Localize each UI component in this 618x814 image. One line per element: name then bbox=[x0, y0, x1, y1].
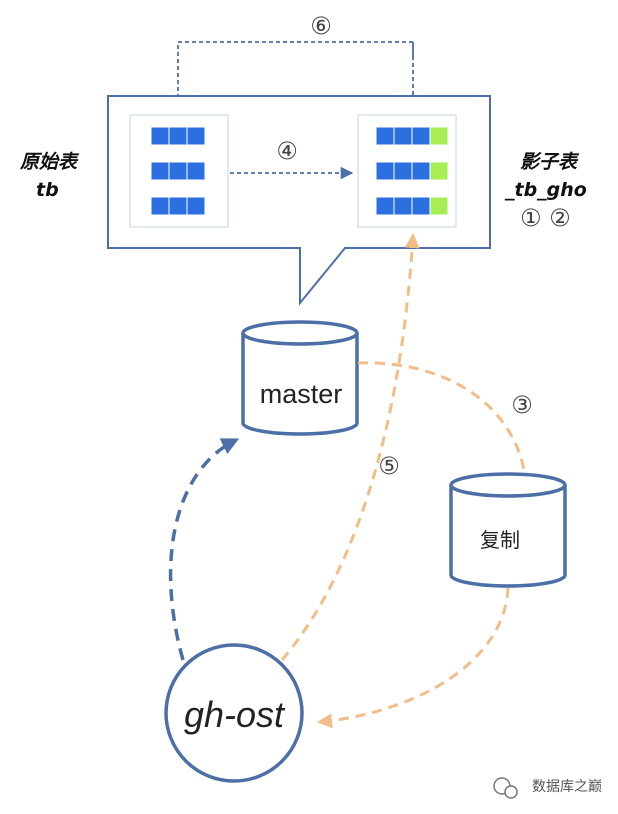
table-row bbox=[375, 196, 449, 216]
ghost-label: gh-ost bbox=[184, 694, 286, 735]
step3-label: ③ bbox=[511, 391, 533, 419]
original-table-cn-label: 原始表 bbox=[19, 151, 80, 173]
replication-arrow bbox=[357, 361, 526, 471]
step6-label: ⑥ bbox=[310, 12, 332, 40]
step5-label: ⑤ bbox=[378, 452, 400, 480]
binlog-stream-arrow bbox=[317, 587, 510, 729]
apply-changes-arrow bbox=[280, 233, 420, 661]
step4-label: ④ bbox=[276, 137, 298, 165]
shadow-steps-label: ① ② bbox=[520, 204, 571, 232]
replica-label: 复制 bbox=[480, 529, 520, 552]
table-row bbox=[150, 126, 206, 146]
watermark: 数据库之巅 bbox=[532, 779, 602, 795]
replica-database bbox=[449, 472, 567, 588]
table-row bbox=[375, 126, 449, 146]
table-row bbox=[150, 196, 206, 216]
original-table-name-label: tb bbox=[36, 179, 59, 201]
shadow-table-name-label: _tb_gho bbox=[504, 179, 587, 201]
table-row bbox=[150, 161, 206, 181]
shadow-table-rows bbox=[375, 126, 449, 216]
shadow-table-cn-label: 影子表 bbox=[520, 151, 580, 173]
master-label: master bbox=[260, 379, 343, 409]
master-database bbox=[241, 320, 359, 436]
original-table-rows bbox=[150, 126, 206, 216]
ghost-tool-node bbox=[164, 643, 304, 783]
ghost-to-master-arrow bbox=[168, 438, 240, 661]
table-row bbox=[375, 161, 449, 181]
wechat-icon bbox=[493, 777, 518, 799]
